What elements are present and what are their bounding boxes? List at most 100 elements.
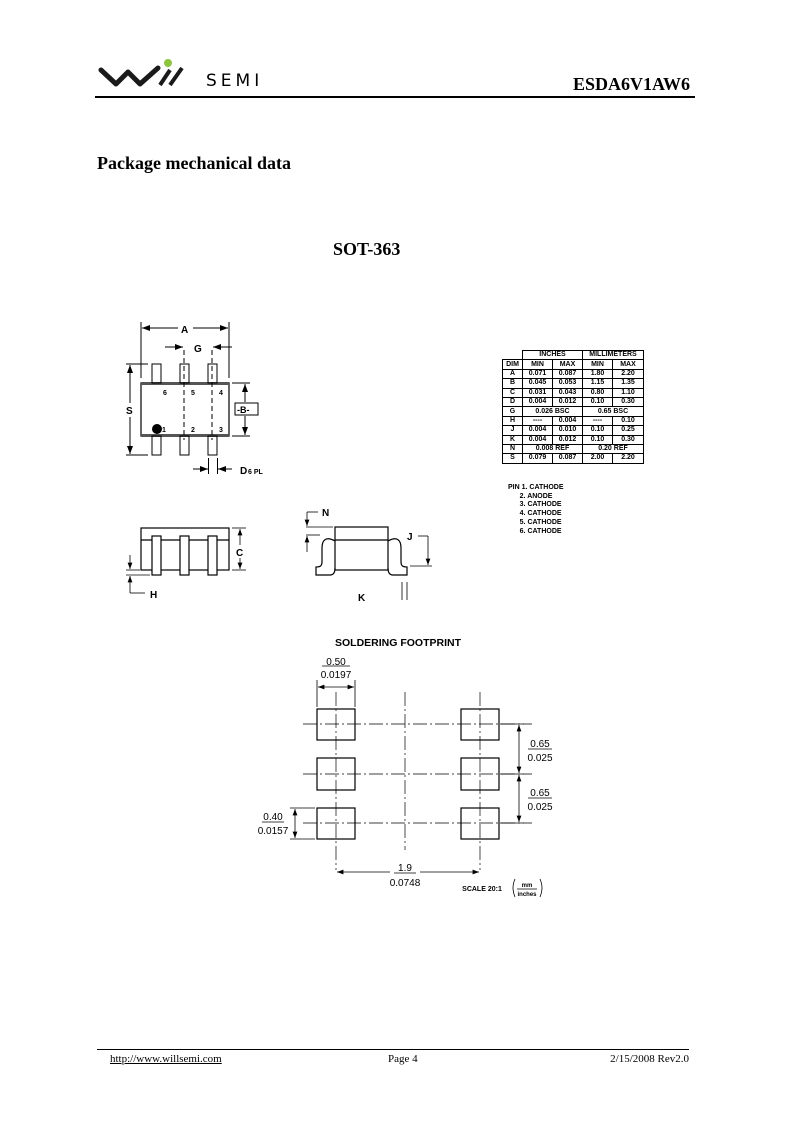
- dimension-table: INCHES MILLIMETERS DIM MIN MAX MIN MAX A…: [502, 349, 644, 464]
- table-cell: 2.20: [612, 368, 644, 380]
- table-cell: ----: [582, 415, 613, 427]
- table-cell: G: [502, 406, 523, 417]
- pitch2-mm: 0.65: [530, 788, 550, 799]
- table-cell: 0.087: [552, 453, 583, 464]
- pad-height-in: 0.0157: [258, 826, 289, 837]
- dim-g-label: G: [194, 344, 202, 355]
- span-mm: 1.9: [398, 863, 412, 874]
- soldering-footprint: [262, 665, 552, 898]
- table-cell: 0.008 REF: [522, 443, 583, 455]
- pin-item: 4. CATHODE: [508, 510, 562, 518]
- table-cell: 0.071: [522, 368, 553, 380]
- dim-d-note: 6 PL: [248, 469, 264, 476]
- footer-page: Page 4: [388, 1053, 418, 1065]
- pin-number: 4: [219, 390, 223, 397]
- table-cell: 0.004: [522, 425, 553, 436]
- table-cell: 0.30: [612, 396, 644, 408]
- table-cell: 0.012: [552, 434, 583, 445]
- table-cell: N: [502, 443, 523, 455]
- pitch1-in: 0.025: [527, 753, 552, 764]
- dim-d-label: D: [240, 466, 247, 477]
- pin-item: 2. ANODE: [508, 492, 553, 500]
- table-cell: 1.35: [612, 378, 644, 389]
- column-header: MAX: [612, 359, 644, 370]
- company-logo: SEMI: [98, 58, 288, 92]
- table-cell: 0.25: [612, 425, 644, 436]
- unit-top: mm: [522, 883, 533, 889]
- footer-url-link[interactable]: http://www.willsemi.com: [110, 1053, 222, 1065]
- column-header: MIN: [582, 359, 613, 370]
- pin-item: 5. CATHODE: [508, 518, 562, 526]
- side-view: [126, 527, 246, 594]
- table-cell: 0.004: [552, 415, 583, 427]
- table-cell: ----: [522, 415, 553, 427]
- pin-number: 6: [163, 390, 167, 397]
- header-rule: [95, 96, 695, 98]
- table-cell: 0.010: [552, 425, 583, 436]
- table-cell: 1.80: [582, 368, 613, 380]
- dim-b-label: -B-: [237, 405, 250, 415]
- group-header: INCHES: [522, 349, 583, 361]
- pad-width-mm: 0.50: [326, 657, 346, 668]
- table-cell: K: [502, 434, 523, 445]
- pin-item: 3. CATHODE: [508, 501, 562, 509]
- table-cell: 0.80: [582, 387, 613, 398]
- table-cell: 1.15: [582, 378, 613, 389]
- dim-c-label: C: [236, 548, 243, 559]
- table-cell: 2.20: [612, 453, 644, 464]
- footer-rule: [97, 1049, 689, 1050]
- table-cell: 0.10: [612, 415, 644, 427]
- pin-number: 3: [219, 427, 223, 434]
- table-cell: 0.087: [552, 368, 583, 380]
- table-cell: 0.053: [552, 378, 583, 389]
- end-view: [304, 511, 432, 600]
- table-cell: 1.10: [612, 387, 644, 398]
- section-title: Package mechanical data: [97, 153, 291, 173]
- group-header: MILLIMETERS: [582, 349, 644, 361]
- table-cell: 0.026 BSC: [522, 406, 583, 417]
- table-cell: 0.10: [582, 425, 613, 436]
- table-cell: 0.079: [522, 453, 553, 464]
- footer-date-rev: 2/15/2008 Rev2.0: [610, 1053, 689, 1065]
- pin-item: 6. CATHODE: [508, 527, 562, 535]
- pin-number: 2: [191, 427, 195, 434]
- span-in: 0.0748: [390, 878, 421, 889]
- scale-label: SCALE 20:1: [462, 886, 502, 893]
- svg-text:SEMI: SEMI: [206, 71, 263, 91]
- pin-number: 1: [162, 427, 166, 434]
- table-cell: A: [502, 368, 523, 380]
- dim-s-label: S: [126, 406, 133, 417]
- unit-bottom: inches: [517, 892, 537, 898]
- column-header: MAX: [552, 359, 583, 370]
- table-cell: 0.043: [552, 387, 583, 398]
- table-cell: J: [502, 425, 523, 436]
- table-cell: 2.00: [582, 453, 613, 464]
- pitch1-mm: 0.65: [530, 739, 550, 750]
- table-cell: 0.10: [582, 396, 613, 408]
- table-cell: B: [502, 378, 523, 389]
- pin-list: PIN 1. CATHODE 2. ANODE 3. CATHODE 4. CA…: [508, 484, 564, 536]
- table-cell: 0.004: [522, 396, 553, 408]
- pad-width-in: 0.0197: [321, 670, 352, 681]
- table-row: H----0.004----0.10: [502, 415, 644, 427]
- table-cell: H: [502, 415, 523, 427]
- table-cell: 0.20 REF: [582, 443, 644, 455]
- pitch2-in: 0.025: [527, 802, 552, 813]
- part-number: ESDA6V1AW6: [572, 74, 690, 94]
- table-cell: C: [502, 387, 523, 398]
- table-cell: 0.30: [612, 434, 644, 445]
- table-cell: 0.004: [522, 434, 553, 445]
- pin-item: PIN 1. CATHODE: [508, 484, 564, 491]
- dim-k-label: K: [358, 593, 366, 604]
- package-name: SOT-363: [333, 239, 401, 259]
